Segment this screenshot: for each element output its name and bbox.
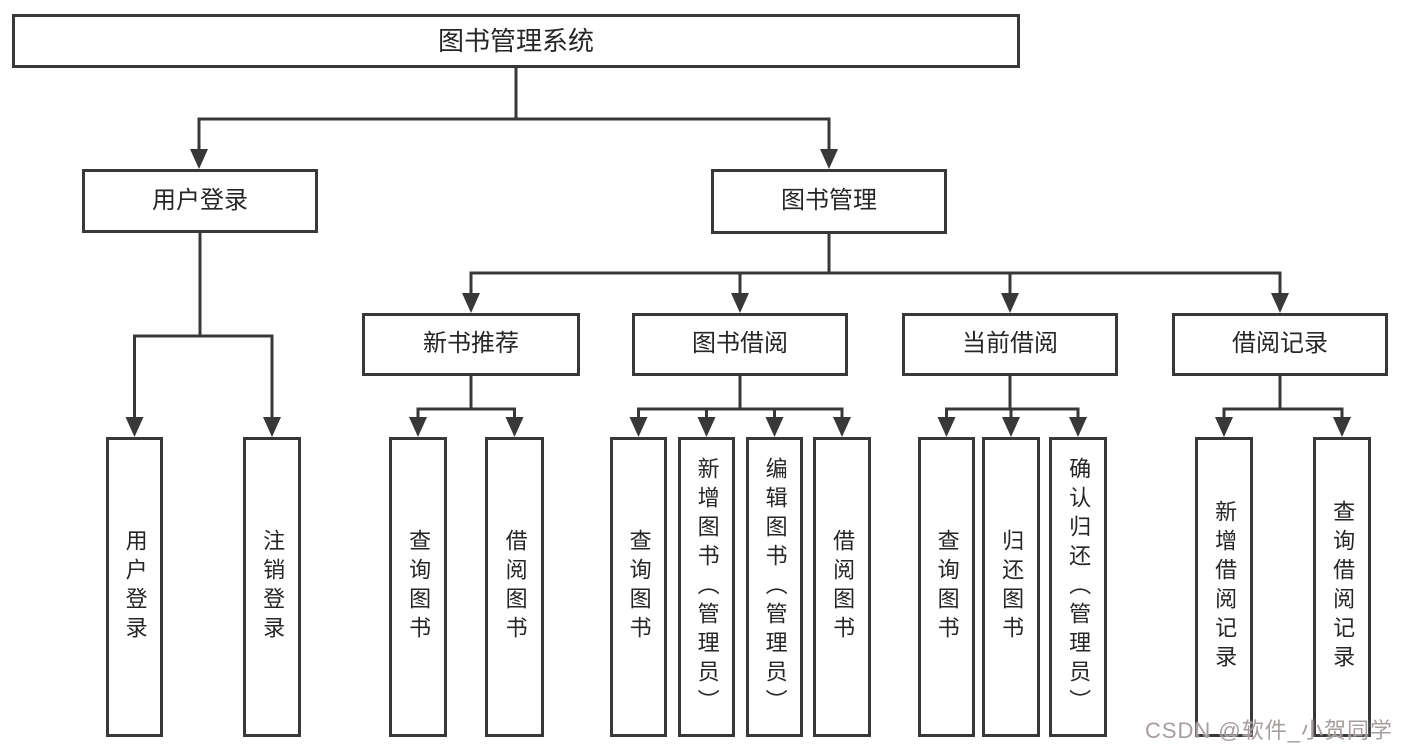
- node-book-management: 图书管理: [711, 169, 947, 234]
- connector-book-management: [469, 232, 1282, 297]
- connector-current-borrowing: [945, 374, 1080, 421]
- connector-borrowing-records: [1222, 374, 1344, 421]
- leaf-logout-login: 注销登录: [243, 437, 301, 737]
- node-borrowing-records: 借阅记录: [1172, 313, 1388, 376]
- node-library-system: 图书管理系统: [12, 14, 1020, 68]
- arrowheads: [125, 149, 1351, 437]
- leaf-query-books-borrowing: 查询图书: [610, 437, 667, 737]
- leaf-borrow-books-borrowing: 借阅图书: [813, 437, 871, 737]
- node-book-borrowing: 图书借阅: [632, 313, 848, 376]
- connector-root: [197, 66, 831, 153]
- leaf-query-borrow-record: 查询借阅记录: [1313, 437, 1371, 737]
- leaf-query-books-recommend: 查询图书: [389, 437, 447, 737]
- connector-new-book: [416, 374, 516, 421]
- leaf-query-books-current: 查询图书: [918, 437, 975, 737]
- leaf-borrow-books-recommend: 借阅图书: [485, 437, 544, 737]
- connector-user-login: [133, 231, 274, 421]
- leaf-add-borrow-record: 新增借阅记录: [1195, 437, 1253, 737]
- node-current-borrowing: 当前借阅: [902, 313, 1118, 376]
- leaf-user-login: 用户登录: [106, 437, 163, 737]
- node-user-login: 用户登录: [82, 169, 318, 233]
- leaf-return-books: 归还图书: [982, 437, 1040, 737]
- leaf-add-books-admin: 新增图书（管理员）: [678, 437, 735, 737]
- node-new-book-recommendation: 新书推荐: [362, 313, 580, 376]
- connector-book-borrowing: [637, 374, 844, 421]
- leaf-edit-books-admin: 编辑图书（管理员）: [746, 437, 803, 737]
- leaf-confirm-return-admin: 确认归还（管理员）: [1049, 437, 1107, 737]
- csdn-watermark: CSDN @软件_小贺同学: [1144, 718, 1393, 743]
